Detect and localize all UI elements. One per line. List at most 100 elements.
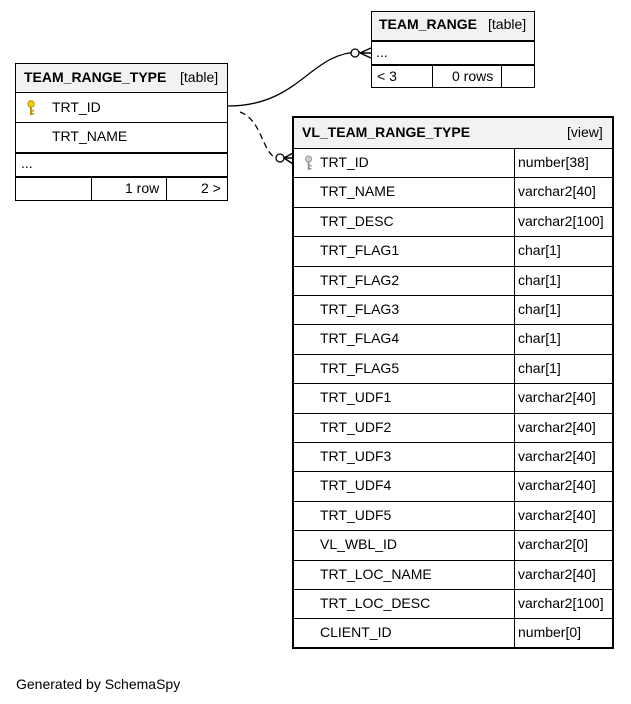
column-row-trt-id[interactable]: TRT_ID number[38] bbox=[294, 148, 612, 178]
column-type: varchar2[40] bbox=[518, 477, 596, 494]
column-row-trt-loc-name[interactable]: TRT_LOC_NAME varchar2[40] bbox=[294, 559, 612, 589]
column-type: char[1] bbox=[518, 271, 561, 288]
table-kind: [table] bbox=[488, 16, 527, 32]
column-row-trt-flag2[interactable]: TRT_FLAG2 char[1] bbox=[294, 265, 612, 295]
column-divider bbox=[514, 325, 515, 354]
column-divider bbox=[514, 207, 515, 237]
column-divider bbox=[514, 443, 515, 472]
column-name: TRT_NAME bbox=[320, 183, 396, 200]
column-row-trt-flag5[interactable]: TRT_FLAG5 char[1] bbox=[294, 353, 612, 384]
table-team-range[interactable]: TEAM_RANGE [table] ... < 3 0 rows bbox=[371, 11, 535, 88]
column-type: varchar2[0] bbox=[518, 536, 589, 553]
column-name: TRT_UDF2 bbox=[320, 418, 392, 435]
relationship-line-team-range bbox=[227, 51, 361, 107]
column-row-trt-name[interactable]: TRT_NAME bbox=[16, 122, 227, 152]
column-row-trt-flag4[interactable]: TRT_FLAG4 char[1] bbox=[294, 324, 612, 354]
column-divider bbox=[514, 531, 515, 560]
table-title: TEAM_RANGE bbox=[379, 16, 478, 32]
more-indicator: ... bbox=[21, 155, 33, 171]
column-name: TRT_DESC bbox=[320, 212, 394, 229]
column-divider bbox=[514, 560, 515, 589]
column-divider bbox=[514, 149, 515, 178]
column-divider bbox=[514, 266, 515, 295]
column-row-trt-flag1[interactable]: TRT_FLAG1 char[1] bbox=[294, 236, 612, 266]
table-kind: [table] bbox=[180, 69, 219, 85]
column-name: TRT_FLAG1 bbox=[320, 242, 400, 259]
column-type: varchar2[40] bbox=[518, 448, 596, 464]
more-columns-row: ... bbox=[16, 152, 227, 176]
column-name: TRT_ID bbox=[320, 154, 369, 170]
column-type: char[1] bbox=[518, 359, 561, 376]
row-count: 1 row bbox=[125, 180, 160, 196]
stats-divider bbox=[501, 66, 502, 88]
column-divider bbox=[514, 501, 515, 531]
implied-key-icon bbox=[304, 155, 313, 174]
column-divider bbox=[514, 384, 515, 413]
column-type: varchar2[40] bbox=[518, 389, 596, 406]
column-type: varchar2[40] bbox=[518, 565, 596, 582]
stats-row: < 3 0 rows bbox=[372, 64, 534, 88]
optional-circle-view bbox=[275, 153, 285, 163]
table-header: VL_TEAM_RANGE_TYPE [view] bbox=[294, 118, 612, 148]
column-divider bbox=[514, 354, 515, 384]
column-name: TRT_FLAG5 bbox=[320, 359, 400, 376]
column-name: TRT_FLAG4 bbox=[320, 330, 400, 347]
column-name: CLIENT_ID bbox=[320, 624, 392, 641]
column-name: TRT_LOC_NAME bbox=[320, 565, 432, 582]
generated-by-footer: Generated by SchemaSpy bbox=[16, 676, 181, 692]
column-name: TRT_UDF1 bbox=[320, 389, 392, 406]
children-link[interactable]: < 3 bbox=[377, 68, 397, 84]
column-row-client-id[interactable]: CLIENT_ID number[0] bbox=[294, 618, 612, 648]
optional-circle-team-range bbox=[350, 48, 360, 58]
view-vl-team-range-type[interactable]: VL_TEAM_RANGE_TYPE [view] TRT_ID number[3… bbox=[292, 116, 614, 649]
column-row-trt-flag3[interactable]: TRT_FLAG3 char[1] bbox=[294, 295, 612, 325]
more-indicator: ... bbox=[376, 44, 388, 60]
column-type: number[38] bbox=[518, 154, 589, 170]
column-divider bbox=[514, 237, 515, 266]
table-title: TEAM_RANGE_TYPE bbox=[24, 69, 167, 85]
column-type: char[1] bbox=[518, 330, 561, 347]
crowsfoot-team-range bbox=[359, 47, 372, 59]
row-count: 0 rows bbox=[452, 68, 494, 84]
column-row-trt-name[interactable]: TRT_NAME varchar2[40] bbox=[294, 177, 612, 207]
column-name: TRT_FLAG3 bbox=[320, 301, 400, 317]
column-type: varchar2[40] bbox=[518, 183, 596, 200]
column-row-trt-udf1[interactable]: TRT_UDF1 varchar2[40] bbox=[294, 383, 612, 413]
stats-divider bbox=[432, 66, 433, 88]
table-kind: [view] bbox=[567, 124, 603, 140]
stats-row: 1 row 2 > bbox=[16, 176, 227, 200]
column-row-trt-id[interactable]: TRT_ID bbox=[16, 92, 227, 122]
column-name: TRT_FLAG2 bbox=[320, 271, 400, 288]
table-team-range-type[interactable]: TEAM_RANGE_TYPE [table] TRT_ID TRT_NAME … bbox=[15, 63, 228, 201]
column-name: TRT_UDF5 bbox=[320, 506, 392, 523]
column-type: char[1] bbox=[518, 301, 561, 317]
column-name: TRT_ID bbox=[52, 99, 101, 115]
column-row-trt-desc[interactable]: TRT_DESC varchar2[100] bbox=[294, 206, 612, 237]
column-type: varchar2[100] bbox=[518, 595, 604, 611]
relationship-line-view bbox=[239, 111, 277, 159]
stats-divider bbox=[91, 178, 92, 200]
column-row-vl-wbl-id[interactable]: VL_WBL_ID varchar2[0] bbox=[294, 530, 612, 560]
table-header: TEAM_RANGE_TYPE [table] bbox=[16, 64, 227, 92]
column-divider bbox=[514, 413, 515, 442]
crowsfoot-view bbox=[283, 152, 294, 165]
table-title: VL_TEAM_RANGE_TYPE bbox=[302, 124, 471, 140]
parents-link[interactable]: 2 > bbox=[201, 180, 221, 196]
column-name: VL_WBL_ID bbox=[320, 536, 398, 553]
column-name: TRT_UDF4 bbox=[320, 477, 392, 494]
column-type: number[0] bbox=[518, 624, 582, 641]
table-header: TEAM_RANGE [table] bbox=[372, 12, 534, 40]
column-name: TRT_NAME bbox=[52, 128, 128, 144]
column-row-trt-udf4[interactable]: TRT_UDF4 varchar2[40] bbox=[294, 471, 612, 501]
primary-key-icon bbox=[26, 100, 36, 119]
column-type: varchar2[100] bbox=[518, 212, 604, 229]
column-divider bbox=[514, 619, 515, 648]
stats-divider bbox=[166, 178, 167, 200]
column-type: char[1] bbox=[518, 242, 561, 259]
column-divider bbox=[514, 296, 515, 325]
